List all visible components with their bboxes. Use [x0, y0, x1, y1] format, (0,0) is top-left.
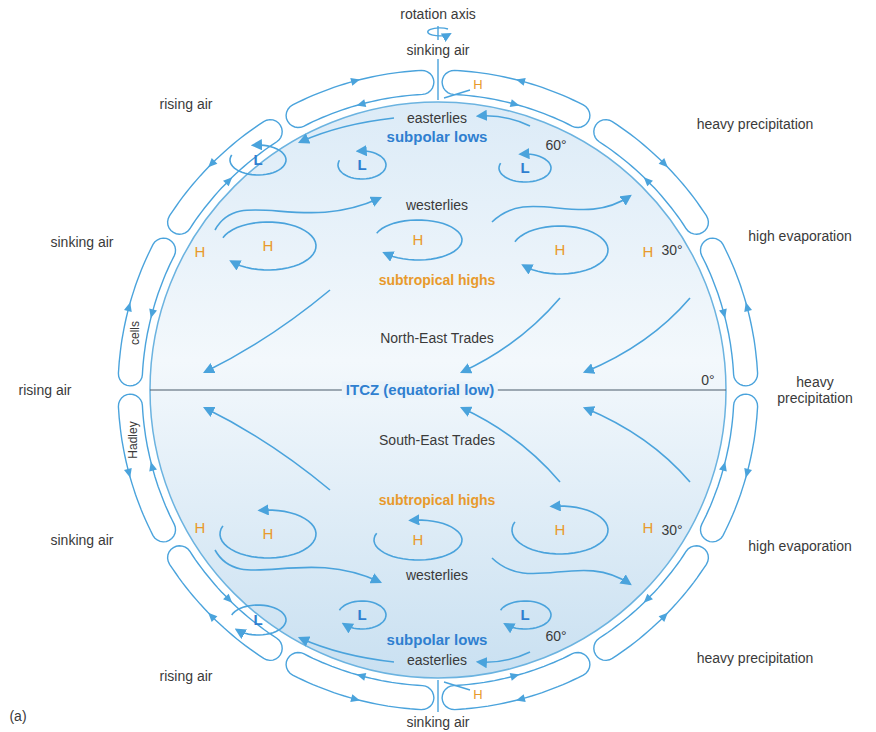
cell-arrowhead — [208, 158, 217, 167]
cell-arrowhead — [223, 594, 232, 603]
circulation-cells — [118, 70, 757, 709]
cell-arrowhead — [644, 177, 653, 186]
map-label: ITCZ (equatorial low) — [342, 381, 498, 398]
map-label: 30° — [661, 522, 682, 538]
gyre-arrow — [501, 601, 551, 629]
cell-arrowhead — [357, 673, 367, 681]
gyre-arrow — [515, 226, 608, 274]
cell-arrowhead — [516, 78, 526, 86]
map-label: Hadley — [127, 421, 141, 458]
map-label: L — [520, 606, 529, 623]
map-label: H — [413, 531, 424, 548]
map-label: rising air — [19, 382, 72, 398]
pressure-gyres — [220, 145, 608, 635]
map-label: sinking air — [50, 532, 113, 548]
map-label: H — [195, 519, 206, 536]
globe — [150, 102, 726, 678]
cell-loop — [118, 394, 175, 542]
map-label: westerlies — [406, 197, 468, 213]
map-label: H — [643, 519, 654, 536]
map-label: heavy precipitation — [697, 650, 814, 666]
map-label: sinking air — [50, 234, 113, 250]
cell-loop — [594, 120, 709, 235]
cell-arrowhead — [744, 468, 752, 478]
map-label: cells — [129, 321, 143, 345]
map-label: L — [357, 606, 366, 623]
map-label: H — [195, 243, 206, 260]
map-label: H — [413, 231, 424, 248]
map-label: easterlies — [407, 110, 467, 126]
map-label: (a) — [9, 708, 26, 724]
map-label: H — [473, 78, 482, 93]
map-label: H — [555, 241, 566, 258]
map-label: rising air — [160, 668, 213, 684]
cell-arrowhead — [719, 308, 727, 318]
map-label: westerlies — [406, 567, 468, 583]
cell-arrowhead — [223, 177, 232, 186]
map-label: high evaporation — [748, 538, 852, 554]
map-label: subpolar lows — [387, 128, 488, 145]
map-label: subtropical highs — [379, 492, 496, 508]
cell-arrowhead — [510, 673, 520, 681]
cell-loop — [594, 546, 709, 661]
cell-arrowhead — [350, 694, 360, 702]
map-label: subpolar lows — [387, 631, 488, 648]
map-label: H — [263, 237, 274, 254]
cell-loop — [168, 546, 283, 661]
cell-arrowhead — [149, 462, 157, 472]
gyre-arrow — [377, 220, 462, 260]
map-label: North-East Trades — [380, 330, 494, 346]
map-label: subtropical highs — [379, 272, 496, 288]
map-label: L — [357, 156, 366, 173]
gyre-arrow — [512, 506, 608, 554]
cell-arrowhead — [208, 613, 217, 622]
map-label: 30° — [661, 242, 682, 258]
map-label: L — [253, 611, 262, 628]
gyre-arrow — [223, 222, 316, 270]
map-label: easterlies — [407, 652, 467, 668]
cell-loop — [701, 238, 758, 386]
gyre-arrow — [338, 151, 386, 179]
cell-arrowhead — [644, 594, 653, 603]
cell-arrowhead — [516, 694, 526, 702]
cell-arrowhead — [149, 308, 157, 318]
gyre-arrow — [339, 601, 386, 629]
map-label: sinking air — [406, 714, 469, 730]
map-label: 60° — [545, 628, 566, 644]
map-label: heavy precipitation — [697, 116, 814, 132]
map-label: heavy precipitation — [765, 374, 865, 406]
map-label: high evaporation — [748, 228, 852, 244]
map-label: 60° — [545, 137, 566, 153]
gyre-arrow — [220, 510, 316, 558]
map-label: H — [263, 525, 274, 542]
gyre-arrow — [499, 154, 551, 182]
cell-arrowhead — [659, 613, 668, 622]
map-label: H — [643, 243, 654, 260]
map-label: H — [473, 688, 482, 703]
cell-loop — [118, 238, 175, 386]
gyre-arrow — [374, 520, 462, 560]
cell-arrowhead — [124, 468, 132, 478]
map-label: H — [555, 521, 566, 538]
cell-arrowhead — [124, 302, 132, 312]
map-label: South-East Trades — [379, 432, 495, 448]
cell-loop — [168, 120, 283, 235]
cell-arrowhead — [659, 158, 668, 167]
map-label: L — [520, 159, 529, 176]
map-label: L — [253, 151, 262, 168]
cell-arrowhead — [357, 99, 367, 107]
map-label: rising air — [160, 96, 213, 112]
map-label: rotation axis — [400, 6, 475, 22]
surface-winds — [205, 116, 690, 663]
map-label: 0° — [701, 372, 714, 388]
cell-arrowhead — [744, 302, 752, 312]
cell-arrowhead — [350, 78, 360, 86]
cell-arrowhead — [510, 99, 520, 107]
map-label: sinking air — [406, 42, 469, 58]
cell-loop — [701, 394, 758, 542]
cell-arrowhead — [719, 462, 727, 472]
